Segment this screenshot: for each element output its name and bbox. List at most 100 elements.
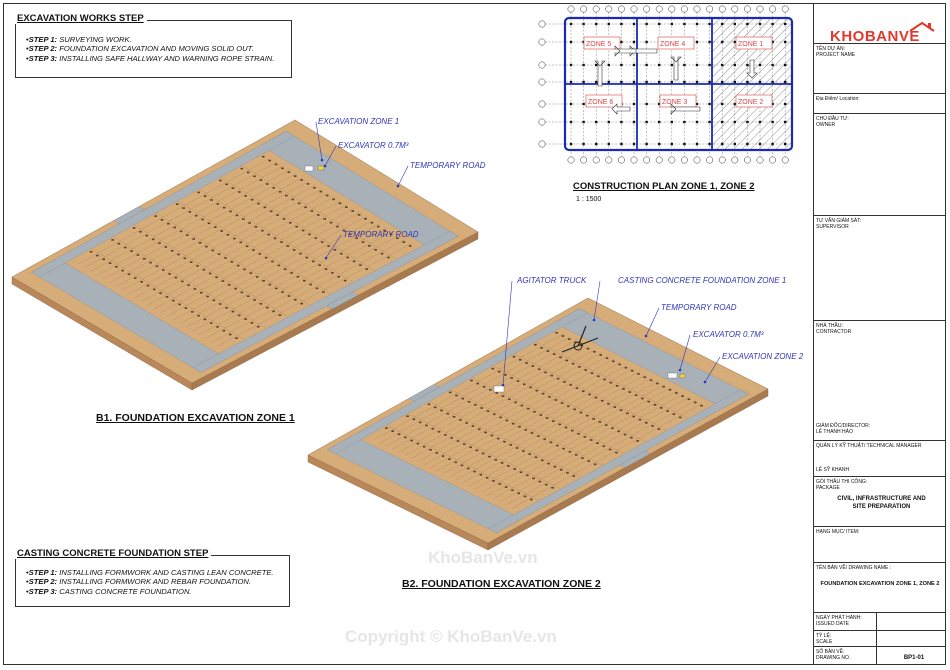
column-mark	[784, 142, 787, 146]
foundation-pit	[520, 404, 524, 407]
tb-divider	[876, 612, 877, 665]
excavator-cab	[317, 165, 325, 171]
axis-bubble	[538, 78, 546, 86]
foundation-pit	[164, 246, 168, 248]
label-agitator-truck: AGITATOR TRUCK	[517, 276, 587, 285]
foundation-pit	[374, 249, 377, 251]
arrow-shape	[611, 103, 631, 115]
column-mark	[645, 40, 648, 44]
foundation-pit	[303, 279, 306, 282]
foundation-pit	[345, 206, 348, 208]
column-mark	[721, 142, 724, 146]
tb-contractor: NHÀ THẦU: CONTRACTOR GIÁM ĐỐC/DIRECTOR: …	[814, 320, 946, 440]
foundation-pit	[281, 167, 284, 170]
foundation-pit	[283, 268, 287, 270]
grid-line	[242, 165, 397, 259]
excavator-body	[304, 165, 314, 172]
foundation-pit	[239, 241, 243, 244]
foundation-pit	[412, 418, 416, 421]
foundation-pit	[497, 370, 501, 373]
foundation-pit	[243, 268, 246, 271]
foundation-pit	[612, 360, 615, 363]
foundation-pit	[501, 395, 505, 397]
crane-arm	[561, 337, 599, 353]
foundation-pit	[244, 318, 247, 320]
column-mark	[595, 142, 598, 146]
foundation-pit	[547, 462, 550, 465]
foundation-pit	[273, 237, 277, 240]
foundation-pit	[519, 359, 522, 361]
grid-line	[185, 223, 380, 328]
foundation-pit	[511, 489, 514, 491]
foundation-pit	[274, 163, 278, 166]
watermark-copyright: Copyright © KhoBanVe.vn	[345, 627, 557, 646]
foundation-pit	[418, 421, 422, 424]
casting-steps-title: CASTING CONCRETE FOUNDATION STEP	[14, 548, 212, 559]
leader-line	[679, 334, 691, 371]
foundation-pit	[238, 191, 241, 193]
foundation-pit	[668, 389, 672, 391]
foundation-pit	[467, 467, 470, 470]
foundation-pit	[675, 392, 678, 394]
axis-bubble	[680, 5, 688, 13]
foundation-pit	[181, 280, 184, 283]
temporary-road	[113, 206, 146, 224]
foundation-pit	[216, 203, 220, 205]
foundation-pit	[342, 229, 346, 232]
axis-bubble	[605, 156, 613, 164]
foundation-pit	[486, 410, 490, 412]
foundation-pit	[515, 447, 519, 449]
foundation-pit	[212, 299, 216, 302]
axis-bubble	[668, 156, 676, 164]
foundation-pit	[653, 404, 657, 406]
foundation-pit	[565, 359, 569, 362]
foundation-pit	[700, 404, 703, 407]
foundation-pit	[359, 264, 362, 266]
column-mark	[733, 120, 736, 124]
iso-view-zone-1	[11, 119, 479, 391]
foundation-pit	[444, 434, 447, 436]
foundation-pit	[537, 435, 540, 437]
foundation-pit	[272, 310, 275, 313]
foundation-pit	[271, 260, 274, 263]
foundation-pit	[385, 427, 388, 429]
foundation-pit	[227, 284, 231, 286]
column-mark	[645, 63, 648, 67]
column-mark	[746, 142, 749, 146]
foundation-pit	[524, 429, 528, 431]
foundation-pit	[340, 252, 343, 255]
foundation-pit	[496, 437, 500, 440]
foundation-pit	[140, 281, 143, 283]
foundation-pit	[235, 214, 239, 217]
foundation-pit	[396, 237, 399, 239]
column-mark	[569, 80, 573, 84]
axis-bubble	[693, 5, 701, 13]
move-arrow-icon	[594, 60, 606, 87]
label-excavator-2: EXCAVATOR 0.7M³	[693, 330, 764, 339]
grid-line	[147, 200, 342, 306]
grid-line	[96, 169, 290, 276]
column-mark	[708, 142, 711, 146]
logo-house-icon	[909, 21, 935, 32]
axis-bubble	[756, 156, 764, 164]
column-mark	[607, 22, 610, 26]
foundation-pit	[454, 461, 457, 464]
grid-line	[77, 157, 271, 265]
foundation-pit	[301, 229, 305, 232]
foundation-pit	[389, 233, 393, 236]
drawing-frame	[3, 3, 946, 665]
foundation-pit	[510, 377, 513, 379]
excavator-cab	[679, 373, 686, 379]
column-mark	[758, 63, 762, 67]
column-mark	[658, 63, 661, 67]
foundation-pit	[578, 366, 581, 368]
axis-bubble	[538, 100, 546, 108]
foundation-pit	[573, 408, 576, 411]
grid-line	[451, 389, 603, 466]
grid-line	[160, 208, 354, 314]
zone-box	[583, 36, 621, 50]
foundation-pit	[559, 356, 562, 359]
tb-owner: CHỦ ĐẦU TƯ: OWNER	[814, 113, 946, 213]
foundation-pit	[552, 420, 555, 422]
foundation-pit	[102, 258, 105, 261]
